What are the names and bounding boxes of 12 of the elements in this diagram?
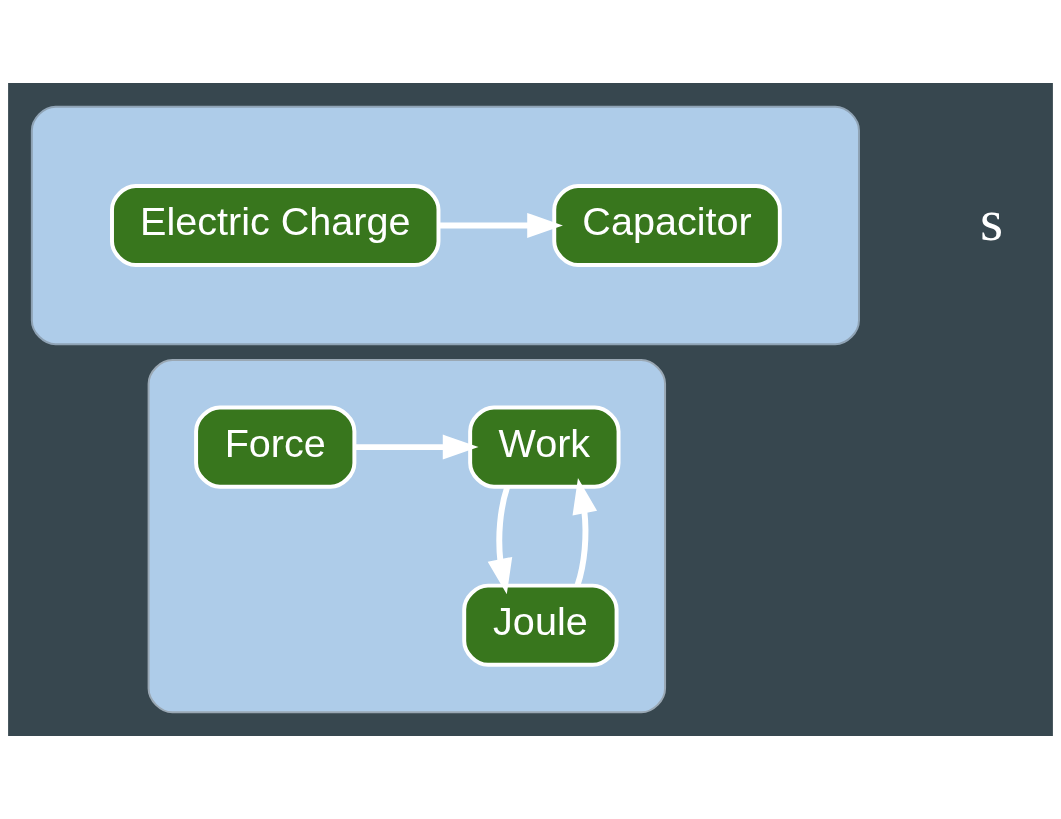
node-box: Force — [194, 405, 357, 489]
node-box: Joule — [462, 583, 619, 667]
node-box: Electric Charge — [110, 183, 441, 268]
arrow — [572, 478, 598, 587]
node-box: Work — [468, 405, 621, 489]
arrow — [487, 485, 513, 595]
node-box: Capacitor — [552, 183, 782, 268]
arrow — [354, 434, 479, 460]
cluster — [147, 359, 667, 714]
cluster — [30, 105, 860, 346]
label: s — [980, 187, 1004, 254]
arrow — [439, 212, 563, 238]
